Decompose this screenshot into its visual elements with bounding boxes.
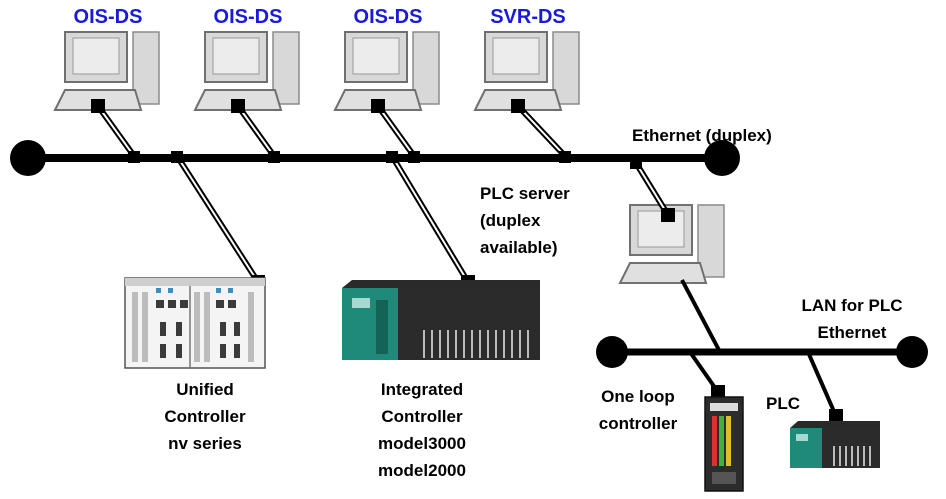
plc-server-label-line1: PLC server (480, 184, 570, 203)
workstation-2-label: OIS-DS (213, 6, 283, 28)
plc-server-label: PLC server (duplex available) (480, 180, 620, 261)
integrated-controller-line4: model2000 (378, 461, 466, 480)
plc-icon (790, 421, 880, 468)
unified-controller-label: Unified Controller nv series (135, 376, 275, 457)
workstation-4-icon (474, 31, 580, 111)
workstation-3-label: OIS-DS (353, 6, 423, 28)
plc-lan-label-line2: Ethernet (817, 323, 887, 342)
one-loop-controller-label: One loop controller (578, 383, 698, 437)
plc-lan-label-line1: LAN for PLC (801, 296, 903, 315)
workstation-4-label: SVR-DS (490, 6, 566, 28)
integrated-controller-line3: model3000 (378, 434, 466, 453)
integrated-controller-icon (342, 280, 540, 360)
integrated-controller-line1: Integrated (380, 380, 464, 399)
one-loop-controller-line2: controller (598, 414, 678, 433)
workstation-2-icon (194, 31, 300, 111)
integrated-controller-label: Integrated Controller model3000 model200… (352, 376, 492, 484)
plc-lan-bus (596, 336, 928, 368)
ethernet-bus (10, 140, 740, 176)
plc-server-label-line3: available) (480, 238, 558, 257)
one-loop-controller-line1: One loop (601, 387, 675, 406)
ethernet-label: Ethernet (duplex) (632, 126, 772, 145)
one-loop-controller-icon (704, 396, 744, 492)
plc-label: PLC (766, 394, 800, 413)
drop-cables (95, 103, 671, 284)
unified-controller-line1: Unified (176, 380, 234, 399)
workstation-3-icon (334, 31, 440, 111)
workstation-1-icon (54, 31, 160, 111)
plc-server-label-line2: (duplex (480, 211, 541, 230)
plc-lan-label: LAN for PLC Ethernet (782, 292, 922, 346)
unified-controller-line2: Controller (164, 407, 246, 426)
unified-controller-line3: nv series (168, 434, 242, 453)
workstation-1-label: OIS-DS (73, 6, 143, 28)
unified-controller-icon (124, 277, 266, 369)
integrated-controller-line2: Controller (381, 407, 463, 426)
